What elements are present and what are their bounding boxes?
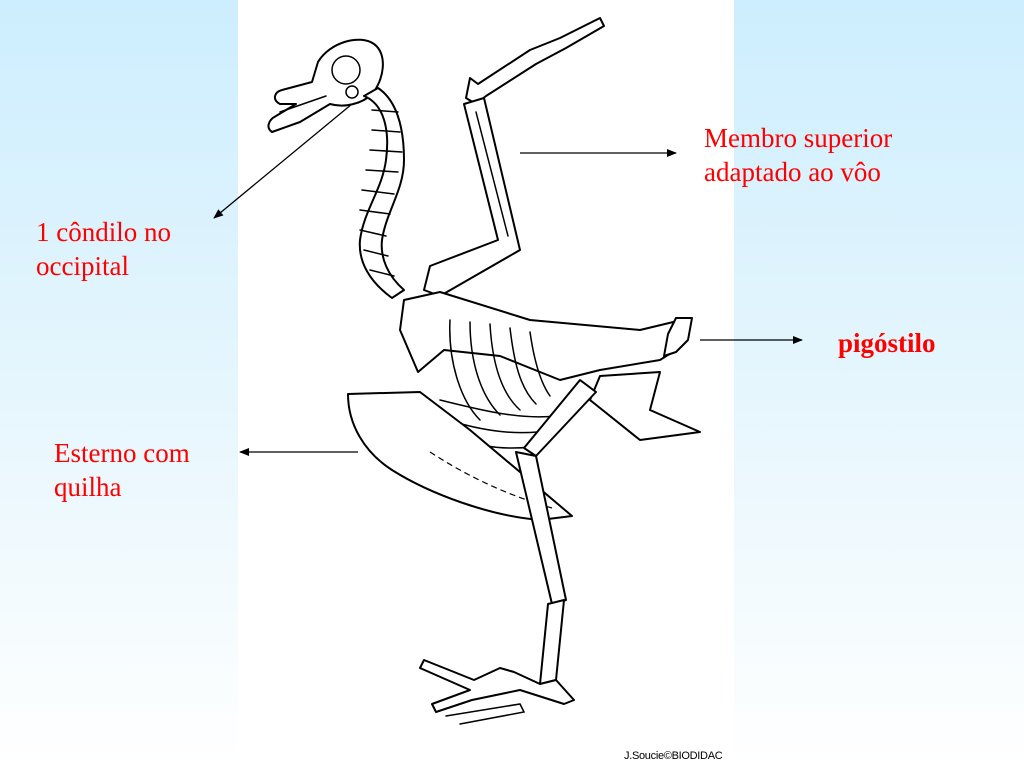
- image-credit: J.Soucie©BIODIDAC: [624, 750, 723, 762]
- skull: [267, 38, 384, 133]
- wing-bones: [423, 17, 605, 297]
- label-pigostilo: pigóstilo: [838, 328, 936, 358]
- label-arrows: [213, 103, 803, 456]
- label-membro-superior: Membro superior adaptado ao vôo: [704, 123, 893, 187]
- label-condilo-occipital: 1 côndilo no occipital: [36, 217, 171, 281]
- arrow-condilo: [213, 103, 353, 219]
- neck-vertebrae: [358, 87, 405, 299]
- label-esterno-quilha: Esterno com quilha: [54, 438, 190, 502]
- leg-bones: [419, 379, 597, 725]
